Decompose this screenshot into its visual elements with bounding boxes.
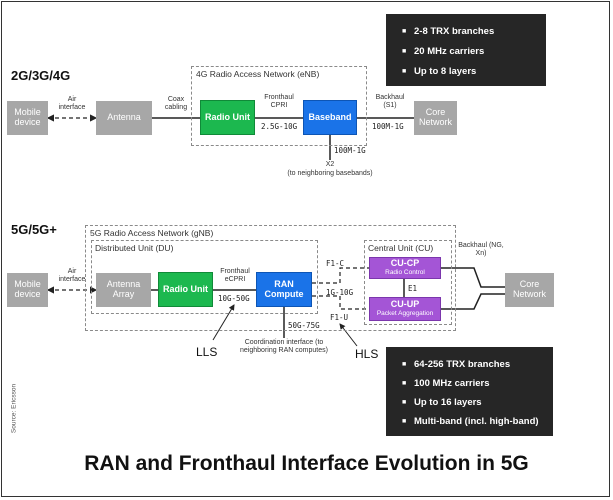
antenna-array-box: Antenna Array xyxy=(96,273,151,307)
spec-5g-item: 64-256 TRX branches xyxy=(402,359,553,371)
fronthaul-ecpri-speed: 10G-50G xyxy=(218,294,250,303)
spec-4g-item: 20 MHz carriers xyxy=(402,46,546,58)
coordination-speed: 50G-75G xyxy=(288,321,320,330)
cu-up-box: CU-UP Packet Aggregation xyxy=(369,297,441,321)
baseband-box: Baseband xyxy=(303,100,357,135)
figure-caption: RAN and Fronthaul Interface Evolution in… xyxy=(84,452,529,475)
source-credit: Source: Ericsson xyxy=(10,383,18,434)
spec-5g-item: Up to 16 layers xyxy=(402,397,553,409)
ran-compute-box: RAN Compute xyxy=(256,272,312,307)
antenna-box: Antenna xyxy=(96,101,152,135)
spec-4g-item: 2-8 TRX branches xyxy=(402,26,546,38)
cu-up-label: CU-UP xyxy=(390,299,420,310)
core-network-5g: Core Network xyxy=(505,273,554,307)
ran-4g-title: 4G Radio Access Network (eNB) xyxy=(196,69,320,79)
cu-group xyxy=(364,240,452,325)
coax-label: Coax cabling xyxy=(164,96,188,112)
specs-4g-panel: 2-8 TRX branches 20 MHz carriers Up to 8… xyxy=(386,14,546,86)
cu-cp-sublabel: Radio Control xyxy=(385,269,425,277)
spec-5g-item: 100 MHz carriers xyxy=(402,378,553,390)
fronthaul-cpri-speed: 2.5G-10G xyxy=(261,122,298,131)
hls-label: HLS xyxy=(355,347,379,361)
hls-pointer xyxy=(339,323,358,347)
mobile-device-5g: Mobile device xyxy=(7,273,48,307)
f1u-label: F1-U xyxy=(330,313,349,322)
spec-5g-item: Multi-band (incl. high-band) xyxy=(402,416,553,428)
cu-cp-label: CU-CP xyxy=(390,258,420,269)
specs-5g-panel: 64-256 TRX branches 100 MHz carriers Up … xyxy=(386,347,553,436)
ran-5g-title: 5G Radio Access Network (gNB) xyxy=(90,228,214,238)
backhaul-cp-link xyxy=(441,267,505,288)
f1c-link xyxy=(312,267,369,284)
f1u-link xyxy=(312,295,369,310)
generation-label-4g: 2G/3G/4G xyxy=(11,68,71,83)
x2-speed: 100M-1G xyxy=(334,146,366,155)
backhaul-s1-speed: 100M-1G xyxy=(372,122,404,131)
backhaul-5g-label: Backhaul (NG, Xn) xyxy=(458,242,504,258)
x2-note: (to neighboring basebands) xyxy=(287,170,373,177)
e1-label: E1 xyxy=(408,284,418,293)
coordination-note: Coordination interface (to neighboring R… xyxy=(240,339,328,355)
ran-4g-group xyxy=(191,66,367,146)
spec-4g-item: Up to 8 layers xyxy=(402,66,546,78)
fronthaul-ecpri-label: Fronthaul eCPRI xyxy=(220,268,250,284)
radio-unit-4g: Radio Unit xyxy=(200,100,255,135)
fronthaul-cpri-label: Fronthaul CPRI xyxy=(264,94,294,110)
lls-pointer xyxy=(212,304,235,341)
cu-up-sublabel: Packet Aggregation xyxy=(376,310,434,318)
mobile-device-4g: Mobile device xyxy=(7,101,48,135)
du-title: Distributed Unit (DU) xyxy=(95,243,174,253)
lls-label: LLS xyxy=(196,345,218,359)
radio-unit-5g: Radio Unit xyxy=(158,272,213,307)
cu-title: Central Unit (CU) xyxy=(368,243,434,253)
cu-cp-box: CU-CP Radio Control xyxy=(369,257,441,279)
du-group xyxy=(91,240,318,314)
backhaul-up-link xyxy=(441,293,505,310)
generation-label-5g: 5G/5G+ xyxy=(11,222,57,237)
air-interface-label-4g: Air interface xyxy=(58,96,86,112)
backhaul-s1-label: Backhaul (S1) xyxy=(375,94,405,110)
midhaul-speed: 1G-10G xyxy=(326,288,354,297)
x2-label: X2 xyxy=(325,161,335,168)
core-network-4g: Core Network xyxy=(414,101,457,135)
f1c-label: F1-C xyxy=(326,259,345,268)
ran-5g-group xyxy=(85,225,456,331)
air-interface-label-5g: Air interface xyxy=(58,268,86,284)
